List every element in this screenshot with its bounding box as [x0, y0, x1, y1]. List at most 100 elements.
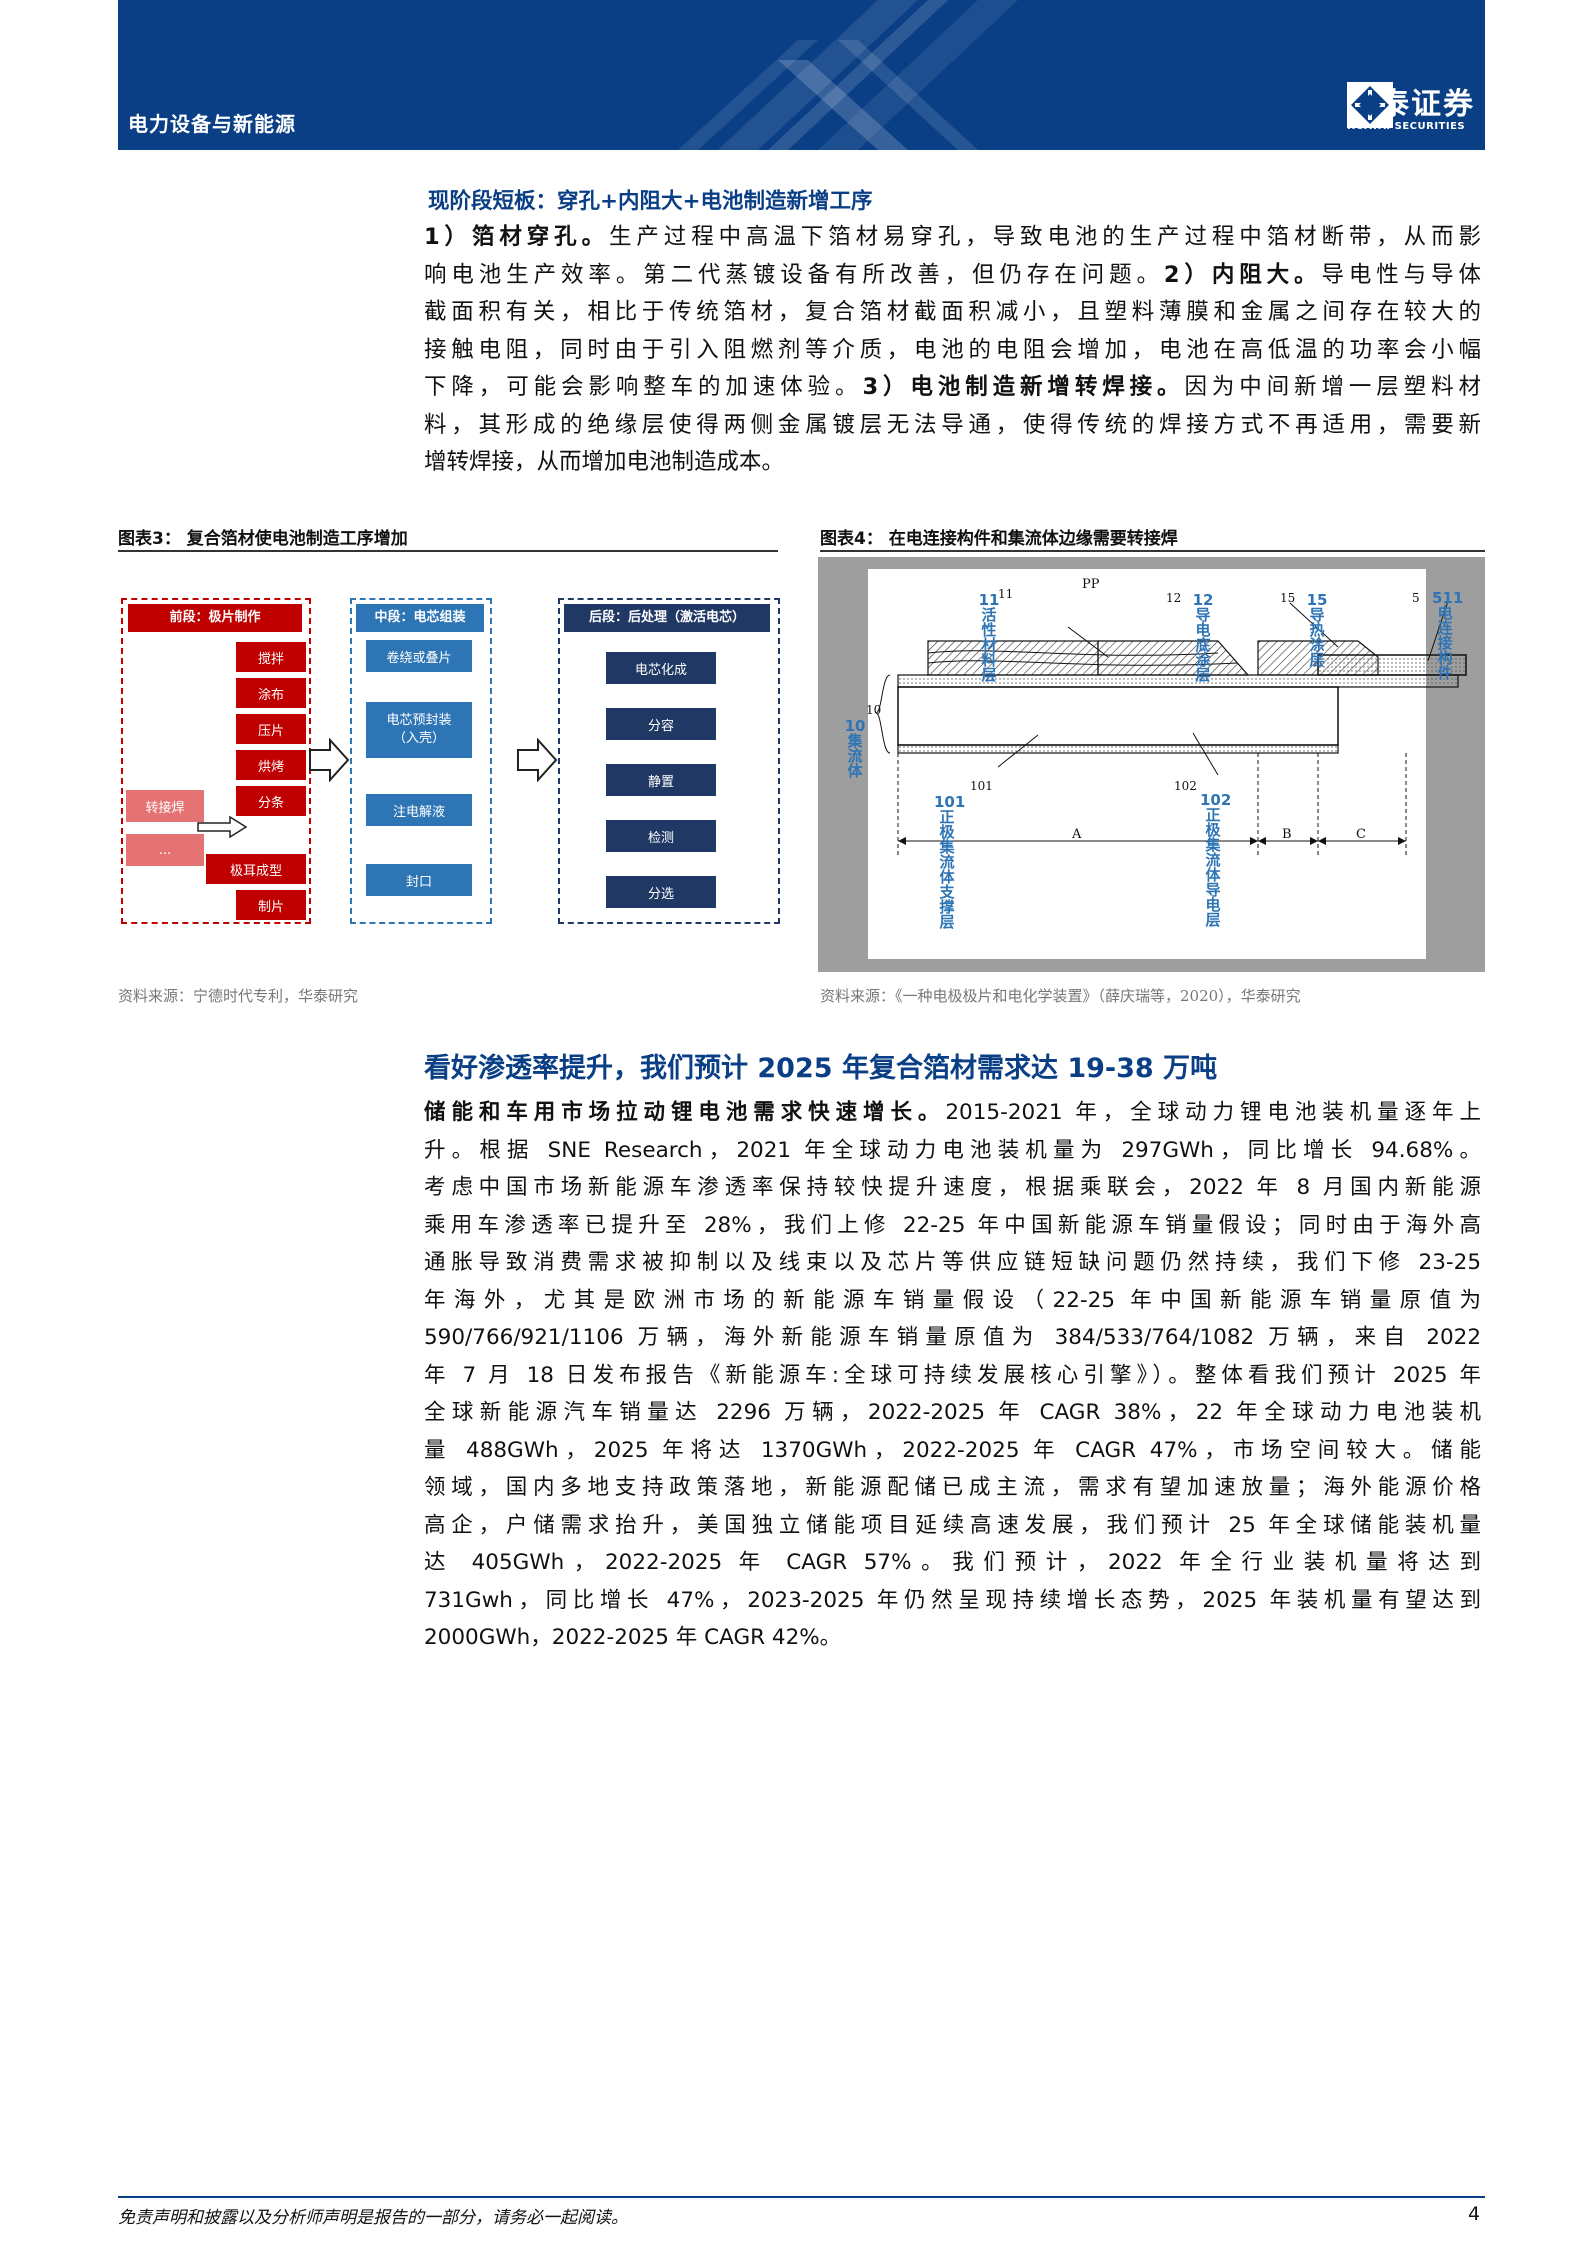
paragraph-line: 2000GWh，2022-2025 年 CAGR 42%。	[424, 1619, 1481, 1657]
front-step: 涂布	[236, 678, 306, 708]
paragraph-line: 下降，可能会影响整车的加速体验。3）电池制造新增转焊接。因为中间新增一层塑料材	[424, 369, 1481, 407]
paragraph-line: 通胀导致消费需求被抑制以及线束以及芯片等供应链短缺问题仍然持续，我们下修 23-…	[424, 1244, 1481, 1282]
front-step-ellipsis: ...	[126, 834, 204, 866]
page-header: 电力设备与新能源 华泰证券 HUATAI SECURITIES	[118, 0, 1485, 150]
figure4-source: 资料来源：《一种电极极片和电化学装置》（薛庆瑞等，2020），华泰研究	[820, 987, 1301, 1005]
figure3-title: 图表3： 复合箔材使电池制造工序增加	[118, 529, 408, 549]
front-step: 压片	[236, 714, 306, 744]
label-10: 10	[866, 703, 882, 717]
front-stage-header: 前段：极片制作	[128, 604, 302, 632]
label-5: 5	[1412, 591, 1420, 605]
text-run: 通胀导致消费需求被抑制以及线束以及芯片等供应链短缺问题仍然持续，我们下修 23-…	[424, 1250, 1481, 1275]
front-step: 制片	[236, 890, 306, 920]
text-run: 年 7 月 18 日发布报告《新能源车:全球可持续发展核心引擎》）。整体看我们预…	[424, 1362, 1481, 1388]
text-run: 接触电阻，同时由于引入阻燃剂等介质，电池的电阻会增加，电池在高低温的功率会小幅	[424, 336, 1481, 363]
stage-arrow-icon	[309, 738, 350, 782]
footer-rule	[118, 2196, 1485, 2198]
text-run: 下降，可能会影响整车的加速体验。	[424, 374, 863, 400]
text-run: 2015-2021 年，全球动力锂电池装机量逐年上	[945, 1100, 1481, 1125]
back-step: 分选	[606, 876, 716, 908]
demand-paragraph: 储能和车用市场拉动锂电池需求快速增长。2015-2021 年，全球动力锂电池装机…	[424, 1094, 1481, 1657]
huatai-logo: 华泰证券 HUATAI SECURITIES	[1347, 82, 1475, 138]
paragraph-line: 年海外，尤其是欧洲市场的新能源车销量假设（22-25 年中国新能源车销量原值为	[424, 1282, 1481, 1320]
paragraph-line: 升。根据 SNE Research，2021 年全球动力电池装机量为 297GW…	[424, 1132, 1481, 1170]
back-stage-panel	[558, 598, 780, 924]
annotation-active-material-layer: 11 活 性 材 料 层	[978, 591, 1000, 684]
text-run: 料，其形成的绝缘层使得两侧金属镀层无法导通，使得传统的焊接方式不再适用，需要新	[424, 411, 1481, 438]
text-run: 全球新能源汽车销量达 2296 万辆，2022-2025 年 CAGR 38%，…	[424, 1400, 1481, 1425]
shortcomings-paragraph: 1）箔材穿孔。生产过程中高温下箔材易穿孔，导致电池的生产过程中箔材断带，从而影响…	[424, 219, 1481, 482]
paragraph-line: 年 7 月 18 日发布报告《新能源车:全球可持续发展核心引擎》）。整体看我们预…	[424, 1357, 1481, 1395]
dimension-a: A	[1072, 827, 1082, 842]
text-run: 截面积有关，相比于传统箔材，复合箔材截面积减小，且塑料薄膜和金属之间存在较大的	[424, 299, 1481, 325]
bold-lead: 2）内阻大。	[1163, 261, 1322, 288]
text-run: 达 405GWh，2022-2025 年 CAGR 57%。我们预计，2022 …	[424, 1550, 1481, 1575]
paragraph-line: 响电池生产效率。第二代蒸镀设备有所改善，但仍存在问题。2）内阻大。导电性与导体	[424, 257, 1481, 295]
front-step: 分条	[236, 786, 306, 816]
back-step: 静置	[606, 764, 716, 796]
figure4-title: 图表4： 在电连接构件和集流体边缘需要转接焊	[820, 529, 1178, 549]
text-run: 乘用车渗透率已提升至 28%，我们上修 22-25 年中国新能源车销量假设；同时…	[424, 1212, 1481, 1238]
dimension-b: B	[1282, 827, 1292, 842]
label-pp: PP	[1082, 577, 1100, 592]
text-run: 因为中间新增一层塑料材	[1184, 374, 1481, 400]
label-102: 102	[1174, 779, 1197, 793]
figure3-process-diagram: 前段：极片制作 搅拌 涂布 压片 烘烤 分条 极耳成型 制片 转接焊 ... 中…	[118, 590, 780, 935]
middle-stage-panel	[350, 598, 492, 924]
front-step: 烘烤	[236, 750, 306, 780]
bold-lead: 1）箔材穿孔。	[424, 224, 609, 250]
logo-text-en: HUATAI SECURITIES	[1347, 120, 1466, 132]
back-step: 检测	[606, 820, 716, 852]
paragraph-line: 储能和车用市场拉动锂电池需求快速增长。2015-2021 年，全球动力锂电池装机…	[424, 1094, 1481, 1132]
footer-disclaimer: 免责声明和披露以及分析师声明是报告的一部分，请务必一起阅读。	[118, 2208, 628, 2228]
section-name: 电力设备与新能源	[128, 112, 296, 136]
page-number: 4	[1468, 2203, 1481, 2225]
label-101: 101	[970, 779, 993, 793]
label-15: 15	[1280, 591, 1296, 605]
middle-step: 注电解液	[366, 794, 472, 826]
section-heading-demand: 看好渗透率提升，我们预计 2025 年复合箔材需求达 19-38 万吨	[424, 1053, 1218, 1084]
paragraph-line: 乘用车渗透率已提升至 28%，我们上修 22-25 年中国新能源车销量假设；同时…	[424, 1207, 1481, 1245]
front-step: 搅拌	[236, 642, 306, 672]
paragraph-line: 590/766/921/1106 万辆，海外新能源车销量原值为 384/533/…	[424, 1319, 1481, 1357]
back-step: 电芯化成	[606, 652, 716, 684]
electrode-cross-section	[868, 569, 1467, 959]
text-run: 590/766/921/1106 万辆，海外新能源车销量原值为 384/533/…	[424, 1325, 1481, 1350]
bold-lead: 储能和车用市场拉动锂电池需求快速增长。	[424, 1100, 946, 1125]
annotation-conductive-undercoat: 12 导 电 底 涂 层	[1192, 591, 1214, 684]
new-step-transfer-welding: 转接焊	[126, 790, 204, 822]
front-step: 极耳成型	[206, 854, 306, 884]
text-run: 量 488GWh，2025 年将达 1370GWh，2022-2025 年 CA…	[424, 1437, 1481, 1463]
paragraph-line: 增转焊接，从而增加电池制造成本。	[424, 444, 1481, 482]
label-12: 12	[1166, 591, 1182, 605]
annotation-electrical-connector: 511 电 连 接 构 件	[1432, 589, 1464, 682]
back-step: 分容	[606, 708, 716, 740]
section-heading-shortcomings: 现阶段短板：穿孔+内阻大+电池制造新增工序	[428, 189, 873, 214]
bold-lead: 3）电池制造新增转焊接。	[862, 374, 1185, 400]
figure3-source: 资料来源：宁德时代专利，华泰研究	[118, 987, 359, 1005]
text-run: 2000GWh，2022-2025 年 CAGR 42%。	[424, 1625, 842, 1650]
header-decoration	[678, 0, 1018, 150]
paragraph-line: 量 488GWh，2025 年将达 1370GWh，2022-2025 年 CA…	[424, 1432, 1481, 1470]
paragraph-line: 731Gwh，同比增长 47%，2023-2025 年仍然呈现持续增长态势，20…	[424, 1582, 1481, 1620]
dimension-c: C	[1356, 827, 1366, 842]
annotation-support-layer: 101 正 极 集 流 体 支 撑 层	[934, 793, 966, 931]
figure4-patent-drawing: PP 11 12 15 5 10 101 102 A B C 11 活 性 材 …	[818, 557, 1485, 972]
annotation-thermal-coating: 15 导 热 涂 层	[1306, 591, 1328, 669]
huatai-logo-icon	[1347, 82, 1393, 128]
text-run: 年海外，尤其是欧洲市场的新能源车销量假设（22-25 年中国新能源车销量原值为	[424, 1287, 1481, 1313]
text-run: 生产过程中高温下箔材易穿孔，导致电池的生产过程中箔材断带，从而影	[608, 224, 1481, 250]
paragraph-line: 达 405GWh，2022-2025 年 CAGR 57%。我们预计，2022 …	[424, 1544, 1481, 1582]
paragraph-line: 高企，户储需求抬升，美国独立储能项目延续高速发展，我们预计 25 年全球储能装机…	[424, 1507, 1481, 1545]
paragraph-line: 接触电阻，同时由于引入阻燃剂等介质，电池的电阻会增加，电池在高低温的功率会小幅	[424, 332, 1481, 370]
right-arrow-icon	[197, 816, 248, 838]
annotation-conductive-layer: 102 正 极 集 流 体 导 电 层	[1200, 791, 1232, 929]
text-run: 高企，户储需求抬升，美国独立储能项目延续高速发展，我们预计 25 年全球储能装机…	[424, 1512, 1481, 1538]
stage-arrow-icon	[517, 738, 558, 782]
figure4-title-rule	[820, 550, 1485, 552]
paragraph-line: 考虑中国市场新能源车渗透率保持较快提升速度，根据乘联会，2022 年 8 月国内…	[424, 1169, 1481, 1207]
text-run: 导电性与导体	[1321, 261, 1481, 288]
figure3-title-rule	[118, 550, 778, 552]
label-11: 11	[998, 587, 1014, 601]
paragraph-line: 截面积有关，相比于传统箔材，复合箔材截面积减小，且塑料薄膜和金属之间存在较大的	[424, 294, 1481, 332]
